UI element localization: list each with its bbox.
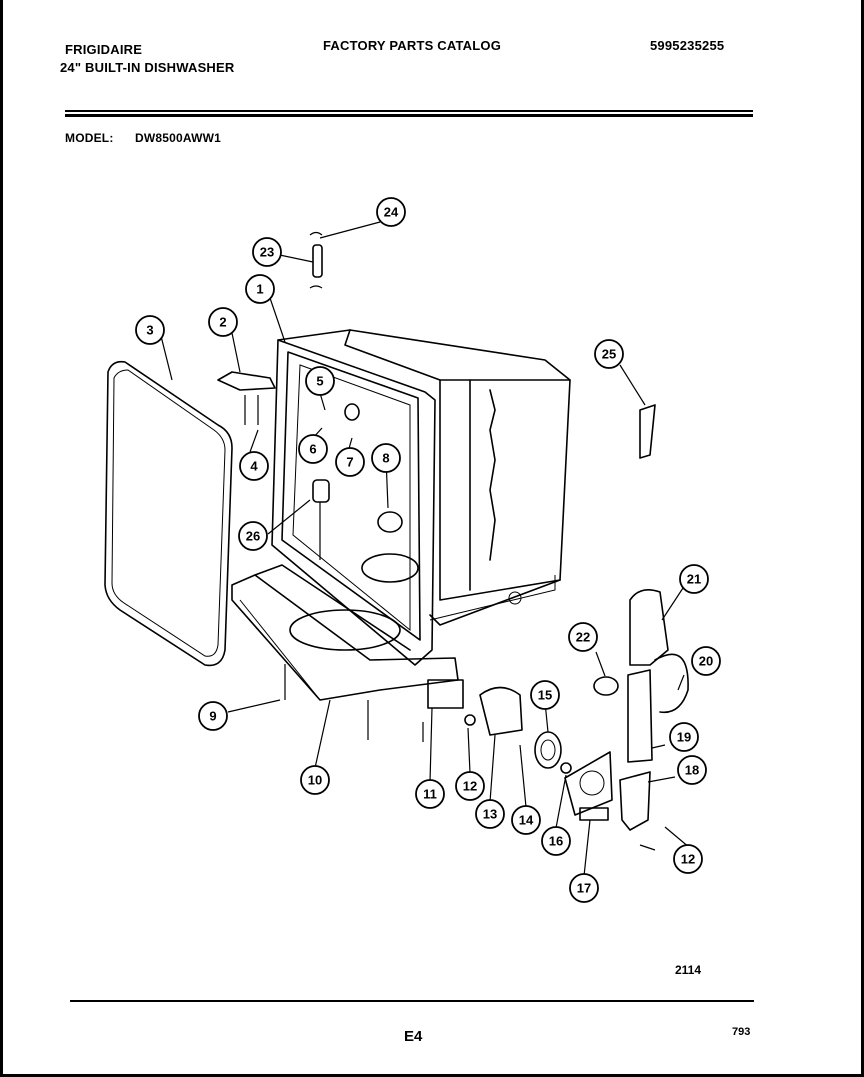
svg-text:20: 20 — [699, 654, 713, 669]
callout-22: 22 — [568, 622, 598, 652]
callout-12: 12 — [455, 771, 485, 801]
svg-text:14: 14 — [519, 813, 534, 828]
callout-9: 9 — [198, 701, 228, 731]
svg-text:17: 17 — [577, 881, 591, 896]
callout-23: 23 — [252, 237, 282, 267]
svg-text:13: 13 — [483, 807, 497, 822]
callout-11: 11 — [415, 779, 445, 809]
catalog-part-number: 5995235255 — [650, 38, 725, 53]
svg-text:26: 26 — [246, 529, 260, 544]
svg-text:5: 5 — [316, 374, 323, 389]
right-frame-border — [858, 0, 864, 1077]
callout-21: 21 — [679, 564, 709, 594]
tube — [312, 244, 323, 278]
callout-5: 5 — [305, 366, 335, 396]
filter-cartridge — [639, 404, 656, 459]
callout-2: 2 — [208, 307, 238, 337]
callout-8: 8 — [371, 443, 401, 473]
callout-3: 3 — [135, 315, 165, 345]
svg-text:4: 4 — [250, 459, 258, 474]
svg-text:11: 11 — [423, 787, 437, 802]
callout-19: 19 — [669, 722, 699, 752]
catalog-title: FACTORY PARTS CATALOG — [323, 38, 502, 53]
fill-funnel — [312, 479, 330, 503]
footer-rule — [70, 1000, 754, 1002]
svg-text:1: 1 — [256, 282, 263, 297]
svg-text:16: 16 — [549, 834, 563, 849]
svg-text:25: 25 — [602, 347, 616, 362]
diagram-code: 2114 — [675, 963, 702, 977]
svg-text:22: 22 — [576, 630, 590, 645]
svg-text:6: 6 — [309, 442, 316, 457]
hinge — [217, 371, 276, 391]
model-label: MODEL: — [65, 131, 114, 145]
callout-13: 13 — [475, 799, 505, 829]
svg-text:12: 12 — [681, 852, 695, 867]
callout-20: 20 — [691, 646, 721, 676]
callout-6: 6 — [298, 434, 328, 464]
callout-17: 17 — [569, 873, 599, 903]
page-code: E4 — [404, 1028, 423, 1045]
callout-18: 18 — [677, 755, 707, 785]
callout-24: 24 — [376, 197, 406, 227]
callout-1: 1 — [245, 274, 275, 304]
svg-text:9: 9 — [209, 709, 216, 724]
tub-assembly — [271, 329, 571, 666]
svg-text:8: 8 — [382, 451, 389, 466]
date-code: 793 — [732, 1026, 751, 1038]
svg-text:10: 10 — [308, 773, 322, 788]
svg-text:21: 21 — [687, 572, 701, 587]
left-frame-border — [0, 0, 10, 1077]
svg-text:18: 18 — [685, 763, 699, 778]
header-rule-thick — [65, 114, 753, 117]
bottom-frame-border — [0, 1069, 864, 1077]
callout-4: 4 — [239, 451, 269, 481]
svg-text:2: 2 — [219, 315, 226, 330]
callout-14: 14 — [511, 805, 541, 835]
header-rule-thin — [65, 110, 753, 112]
svg-text:7: 7 — [346, 455, 353, 470]
svg-text:15: 15 — [538, 688, 552, 703]
svg-text:24: 24 — [384, 205, 399, 220]
svg-text:19: 19 — [677, 730, 691, 745]
door-gasket — [104, 360, 233, 667]
callout-15: 15 — [530, 680, 560, 710]
model-value: DW8500AWW1 — [135, 131, 222, 145]
brand-name: FRIGIDAIRE — [65, 42, 143, 57]
svg-text:23: 23 — [260, 245, 274, 260]
callout-7: 7 — [335, 447, 365, 477]
callout-10: 10 — [300, 765, 330, 795]
nozzle — [377, 511, 403, 533]
product-title: 24" BUILT-IN DISHWASHER — [60, 60, 235, 75]
dispenser-parts — [593, 589, 689, 851]
callout-26: 26 — [238, 521, 268, 551]
svg-text:3: 3 — [146, 323, 153, 338]
callout-25: 25 — [594, 339, 624, 369]
pump-motor-parts — [427, 679, 613, 821]
svg-text:12: 12 — [463, 779, 477, 794]
callout-16: 16 — [541, 826, 571, 856]
callout-12b: 12 — [673, 844, 703, 874]
